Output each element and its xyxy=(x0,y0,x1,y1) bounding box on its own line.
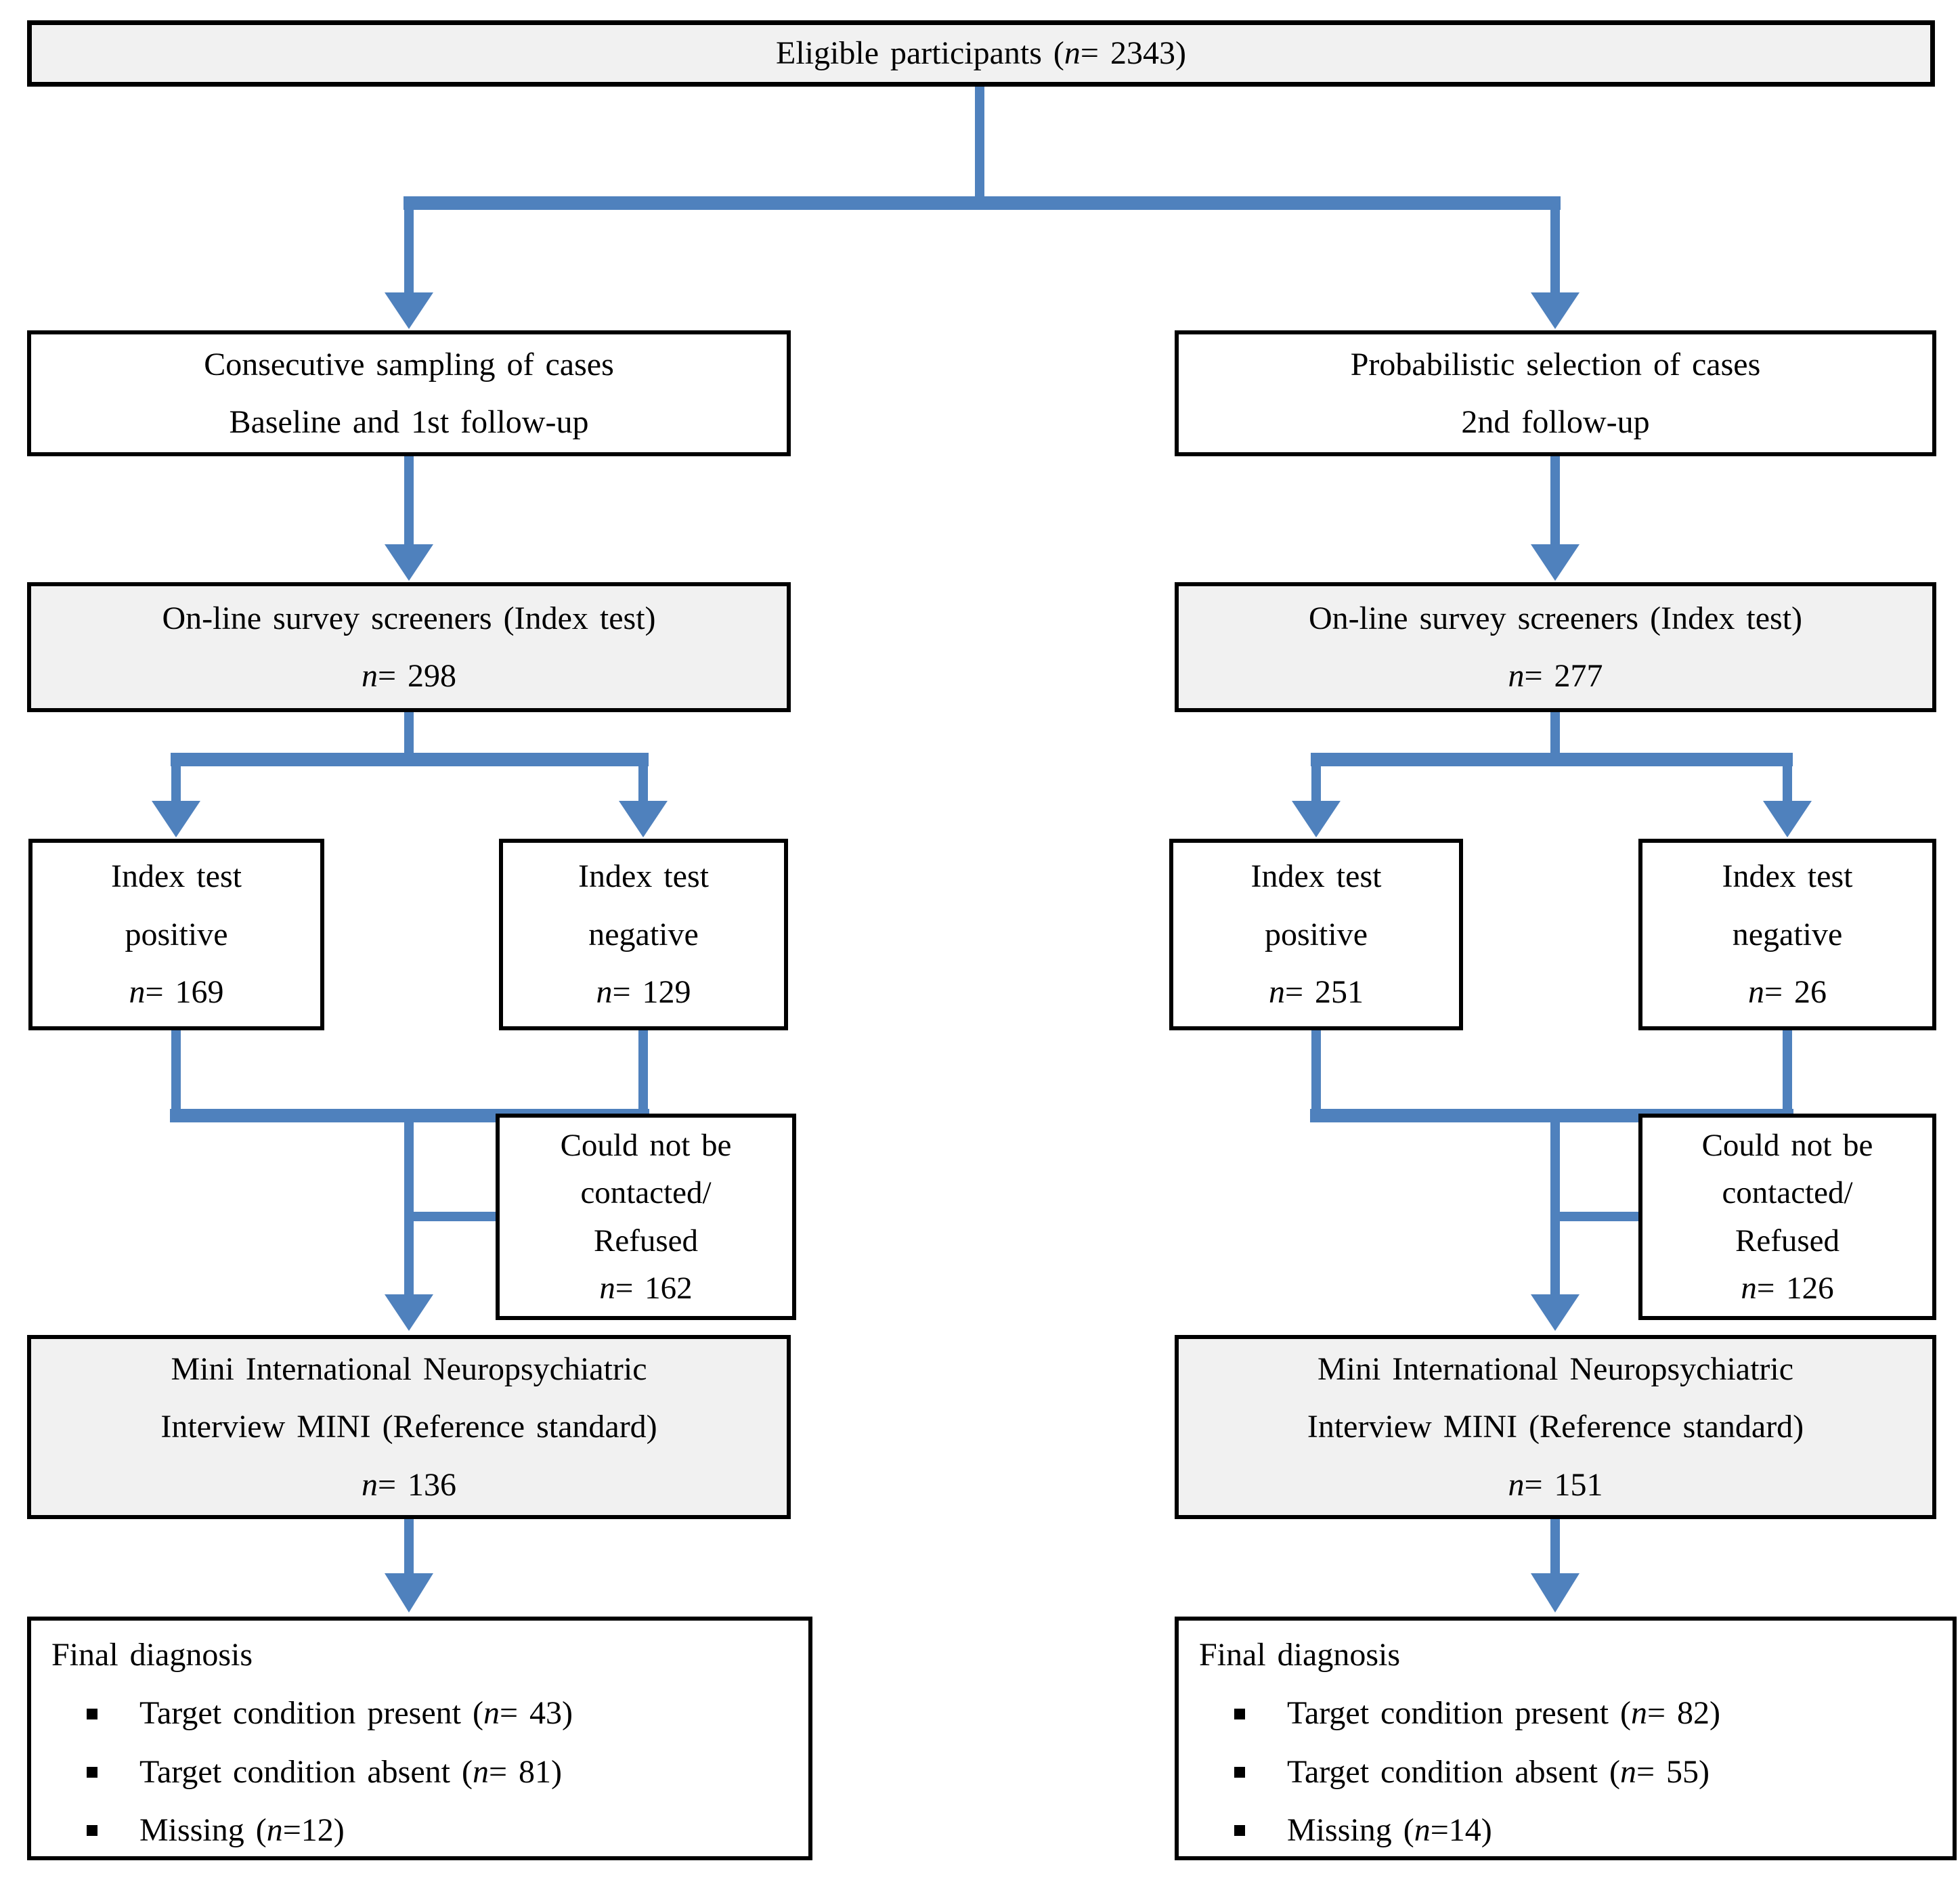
box-right-index-positive: Index test positive n= 251 xyxy=(1169,839,1463,1030)
box-n-value: n= 251 xyxy=(1268,974,1364,1011)
box-right-online-screeners: On-line survey screeners (Index test) n=… xyxy=(1175,582,1936,712)
box-n-value: n= 169 xyxy=(129,974,224,1011)
bullet-icon xyxy=(1234,1708,1245,1719)
box-line: Index test xyxy=(578,858,709,895)
arrowhead-icon xyxy=(385,1573,433,1613)
box-right-probabilistic-selection: Probabilistic selection of cases 2nd fol… xyxy=(1175,330,1936,456)
bullet-text: Target condition absent (n= 81) xyxy=(139,1753,563,1790)
box-n-value: n= 298 xyxy=(361,658,457,694)
box-line: contacted/ xyxy=(1722,1175,1853,1210)
connector-left-index-split xyxy=(152,712,668,837)
bullet-item: Target condition absent (n= 55) xyxy=(1199,1743,1932,1801)
bullet-text: Target condition present (n= 82) xyxy=(1287,1695,1720,1732)
bullet-item: Target condition present (n= 43) xyxy=(51,1684,788,1742)
box-right-not-contacted: Could not be contacted/ Refused n= 126 xyxy=(1638,1114,1936,1320)
box-line: Could not be xyxy=(1701,1127,1873,1163)
connector-top-split xyxy=(385,85,1580,329)
arrowhead-icon xyxy=(1292,801,1341,837)
bullet-item: Target condition absent (n= 81) xyxy=(51,1743,788,1801)
box-line: 2nd follow-up xyxy=(1461,404,1650,440)
box-line: Refused xyxy=(1735,1223,1839,1258)
arrowhead-icon xyxy=(385,1294,433,1331)
connector-left-sampling-to-screeners xyxy=(385,456,433,581)
box-line: Index test xyxy=(1722,858,1853,895)
box-left-not-contacted: Could not be contacted/ Refused n= 162 xyxy=(496,1114,796,1320)
bullet-item: Missing (n=12) xyxy=(51,1801,788,1860)
box-line: Index test xyxy=(1250,858,1382,895)
box-line: Probabilistic selection of cases xyxy=(1350,346,1761,382)
box-line: negative xyxy=(1732,916,1843,952)
arrowhead-icon xyxy=(1531,544,1580,581)
box-right-index-negative: Index test negative n= 26 xyxy=(1638,839,1936,1030)
bullet-text: Missing (n=14) xyxy=(1287,1812,1492,1849)
box-n-value: n= 129 xyxy=(596,974,691,1011)
box-n-value: n= 26 xyxy=(1747,974,1827,1011)
arrowhead-icon xyxy=(1763,801,1812,837)
bullet-icon xyxy=(1234,1766,1245,1778)
box-left-mini-interview: Mini International Neuropsychiatric Inte… xyxy=(27,1335,791,1519)
bullet-icon xyxy=(87,1825,97,1837)
bullet-icon xyxy=(87,1766,97,1778)
connector-right-sampling-to-screeners xyxy=(1531,456,1580,581)
arrowhead-icon xyxy=(619,801,668,837)
arrowhead-icon xyxy=(385,292,433,329)
box-n-value: n= 136 xyxy=(361,1466,457,1503)
box-line: Baseline and 1st follow-up xyxy=(229,404,589,440)
box-eligible-participants: Eligible participants (n= 2343) xyxy=(27,20,1935,87)
arrowhead-icon xyxy=(1531,1573,1580,1613)
bullet-text: Target condition present (n= 43) xyxy=(139,1695,573,1732)
box-left-index-positive: Index test positive n= 169 xyxy=(28,839,324,1030)
arrowhead-icon xyxy=(152,801,200,837)
final-diagnosis-title: Final diagnosis xyxy=(1199,1637,1401,1673)
connector-left-mini-to-final xyxy=(385,1519,433,1613)
box-line: positive xyxy=(125,916,228,952)
connector-right-mini-to-final xyxy=(1531,1519,1580,1613)
box-line: Mini International Neuropsychiatric xyxy=(171,1351,647,1387)
box-line: positive xyxy=(1265,916,1368,952)
box-line: Consecutive sampling of cases xyxy=(204,346,614,382)
box-text: Eligible participants (n= 2343) xyxy=(776,35,1186,71)
box-left-consecutive-sampling: Consecutive sampling of cases Baseline a… xyxy=(27,330,791,456)
bullet-text: Missing (n=12) xyxy=(139,1812,345,1849)
bullet-text: Target condition absent (n= 55) xyxy=(1287,1753,1710,1790)
final-diagnosis-title: Final diagnosis xyxy=(51,1637,253,1673)
connector-right-index-split xyxy=(1292,712,1812,837)
box-left-online-screeners: On-line survey screeners (Index test) n=… xyxy=(27,582,791,712)
bullet-icon xyxy=(1234,1825,1245,1837)
box-line: Index test xyxy=(111,858,242,895)
box-line: Could not be xyxy=(560,1127,732,1163)
bullet-icon xyxy=(87,1708,97,1719)
box-line: On-line survey screeners (Index test) xyxy=(162,600,656,636)
box-line: Interview MINI (Reference standard) xyxy=(1307,1409,1804,1445)
box-left-final-diagnosis: Final diagnosis Target condition present… xyxy=(27,1617,812,1860)
arrowhead-icon xyxy=(1531,292,1580,329)
box-line: Interview MINI (Reference standard) xyxy=(160,1409,657,1445)
box-line: On-line survey screeners (Index test) xyxy=(1308,600,1803,636)
bullet-item: Missing (n=14) xyxy=(1199,1801,1932,1860)
box-line: Mini International Neuropsychiatric xyxy=(1317,1351,1794,1387)
box-n-value: n= 151 xyxy=(1508,1466,1603,1503)
arrowhead-icon xyxy=(385,544,433,581)
box-right-final-diagnosis: Final diagnosis Target condition present… xyxy=(1175,1617,1957,1860)
box-right-mini-interview: Mini International Neuropsychiatric Inte… xyxy=(1175,1335,1936,1519)
box-line: Refused xyxy=(593,1223,698,1258)
box-n-value: n= 126 xyxy=(1741,1271,1834,1306)
box-n-value: n= 277 xyxy=(1508,658,1603,694)
box-line: negative xyxy=(588,916,699,952)
bullet-item: Target condition present (n= 82) xyxy=(1199,1684,1932,1742)
box-line: contacted/ xyxy=(580,1175,712,1210)
box-n-value: n= 162 xyxy=(599,1271,693,1306)
arrowhead-icon xyxy=(1531,1294,1580,1331)
box-left-index-negative: Index test negative n= 129 xyxy=(499,839,788,1030)
